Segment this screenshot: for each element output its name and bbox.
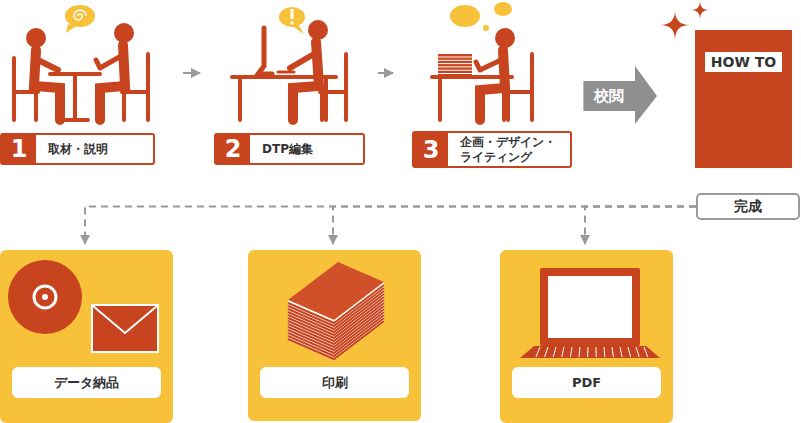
step-number: 1 [2, 135, 36, 163]
node-label: HOW TO [705, 52, 782, 72]
node-label: PDF [512, 367, 661, 398]
edge-label: 校閲 [594, 87, 624, 106]
step-box: 1取材・説明 [0, 133, 155, 165]
step-box: 2DTP編集 [214, 133, 365, 165]
step-number: 3 [414, 133, 448, 166]
node-label: 企画・デザイン・ライティング [448, 133, 570, 166]
dashed-connector [333, 207, 696, 245]
node-label: DTP編集 [250, 135, 325, 163]
review-arrow [583, 66, 657, 124]
sparkle [660, 10, 690, 40]
dtp-scene [232, 28, 346, 120]
output-box: データ納品 [0, 250, 173, 423]
sparkle [691, 1, 709, 19]
step-number: 2 [216, 135, 250, 163]
writing-scene [432, 50, 532, 120]
step-arrow [183, 72, 200, 74]
output-box: PDF [500, 250, 673, 423]
node-label: データ納品 [12, 367, 161, 398]
status-box: 完成 [696, 193, 800, 220]
step-box: 3企画・デザイン・ライティング [412, 131, 572, 168]
book-shape: HOW TO [695, 30, 792, 168]
meeting-scene [14, 45, 148, 120]
dashed-connector [85, 207, 696, 245]
output-box: 印刷 [248, 250, 421, 421]
node-label: 完成 [734, 198, 762, 216]
paper-stack [438, 57, 472, 74]
node-label: 取材・説明 [36, 135, 120, 163]
step-arrow [378, 72, 393, 74]
dashed-connector [585, 207, 696, 245]
node-label: 印刷 [260, 367, 409, 398]
